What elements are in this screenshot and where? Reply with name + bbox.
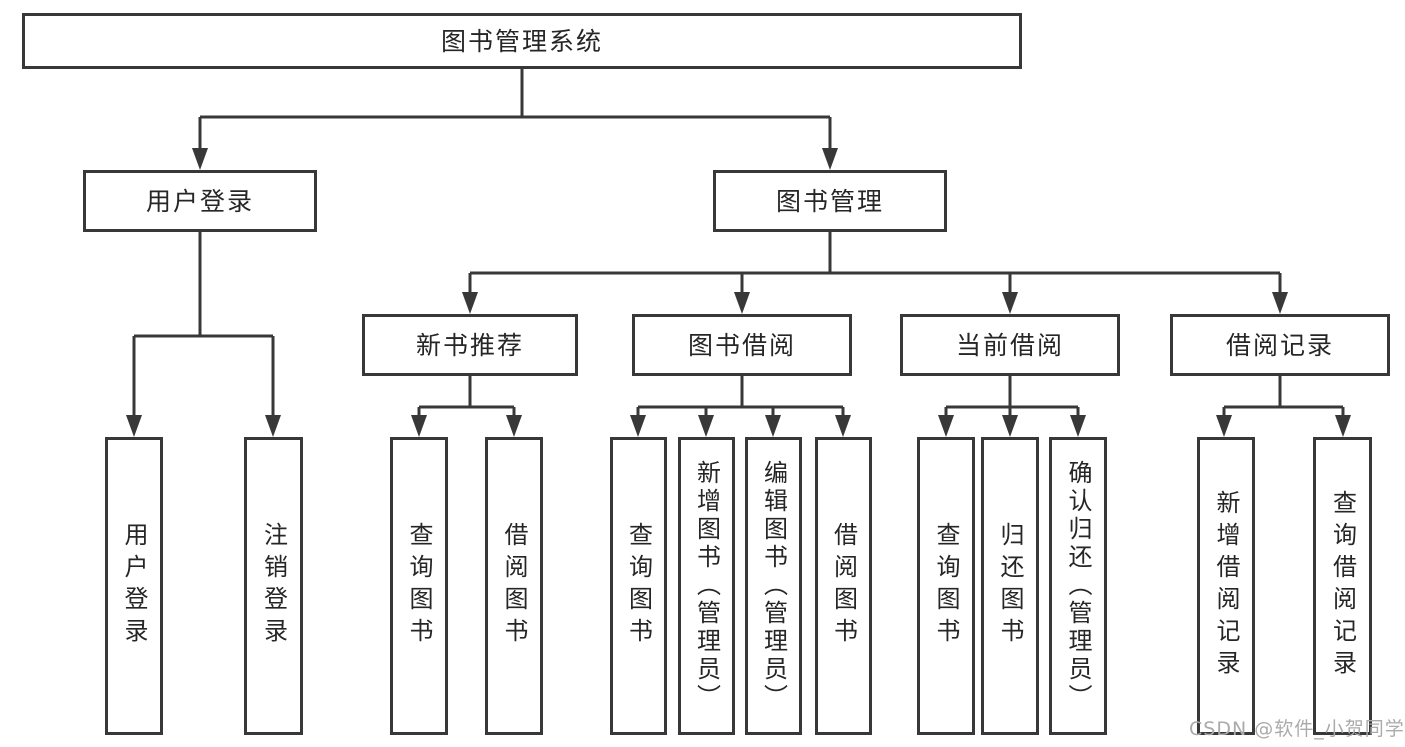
diagram-node-new-book-rec: 新书推荐: [362, 314, 578, 376]
diagram-node-v-user-login: 用户登录: [105, 437, 163, 735]
diagram-node-book-borrow: 图书借阅: [632, 314, 852, 376]
watermark-text: CSDN @软件_小贺同学: [1189, 718, 1405, 740]
diagram-node-borrow-records: 借阅记录: [1170, 314, 1390, 376]
diagram-node-v-edit-book-admin: 编辑图书（管理员）: [745, 437, 802, 735]
diagram-node-v-query-books-3: 查询图书: [917, 437, 975, 735]
diagram-node-v-add-borrow-record: 新增借阅记录: [1197, 437, 1255, 735]
diagram-node-v-query-borrow-record: 查询借阅记录: [1313, 437, 1372, 735]
diagram-node-v-query-books-1: 查询图书: [390, 437, 448, 735]
diagram-node-book-mgmt: 图书管理: [713, 170, 947, 232]
diagram-node-user-login: 用户登录: [83, 170, 317, 232]
diagram-node-root: 图书管理系统: [22, 13, 1022, 69]
diagram-node-v-return-books: 归还图书: [981, 437, 1039, 735]
diagram-node-current-borrow: 当前借阅: [900, 314, 1120, 376]
diagram-node-v-borrow-books-1: 借阅图书: [485, 437, 543, 735]
diagram-node-v-query-books-2: 查询图书: [610, 437, 667, 735]
diagram-node-v-logout: 注销登录: [244, 437, 303, 735]
diagram-node-v-confirm-return-admin: 确认归还（管理员）: [1049, 437, 1107, 735]
diagram-node-v-borrow-books-2: 借阅图书: [815, 437, 872, 735]
diagram-node-v-add-book-admin: 新增图书（管理员）: [678, 437, 735, 735]
